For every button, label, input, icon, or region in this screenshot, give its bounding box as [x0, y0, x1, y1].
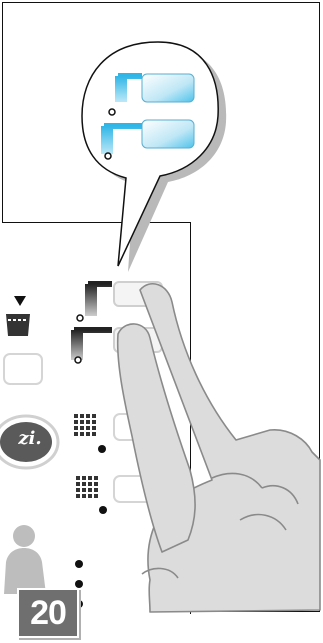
zoom-callout-icon: [82, 42, 226, 272]
water-jets-icon: [6, 296, 30, 336]
button-pair-icon: [142, 120, 194, 148]
pointing-finger-icon: [118, 284, 320, 612]
button-pair-icon: [142, 74, 194, 102]
person-silhouette-icon: [4, 525, 46, 594]
panel-button[interactable]: [4, 354, 42, 384]
brand-logo-text: zi.: [8, 428, 52, 449]
page-number: 20: [17, 588, 79, 638]
